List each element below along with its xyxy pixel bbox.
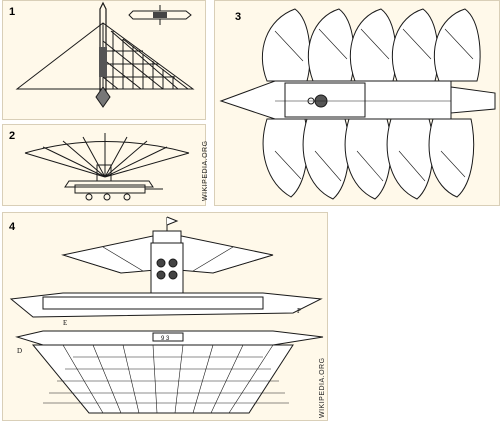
panel-3: 3 WIKIPEDIA.ORG xyxy=(202,0,500,207)
panel-4: 4 WIKIPEDIA.ORG 9 3 E P xyxy=(2,212,328,421)
annotation-letter-e: E xyxy=(63,319,67,327)
panel-2: 2 xyxy=(2,124,206,206)
annotation-letter-d: D xyxy=(17,347,22,355)
panel-2-number: 2 xyxy=(9,130,16,142)
panel-1: 1 xyxy=(2,0,206,120)
panel-1-illustration xyxy=(3,1,207,121)
panel-4-number: 4 xyxy=(9,221,16,233)
panel-1-number: 1 xyxy=(9,6,16,18)
watermark-top: WIKIPEDIA.ORG xyxy=(202,140,209,201)
panel-3-number: 3 xyxy=(235,11,242,23)
panel-3-illustration xyxy=(215,1,500,207)
annotation-mast-box: 9 3 xyxy=(161,336,170,342)
panel-2-illustration xyxy=(3,125,207,207)
annotation-letter-p: P xyxy=(297,307,301,315)
panel-4-illustration: 9 3 E P D xyxy=(3,213,329,422)
